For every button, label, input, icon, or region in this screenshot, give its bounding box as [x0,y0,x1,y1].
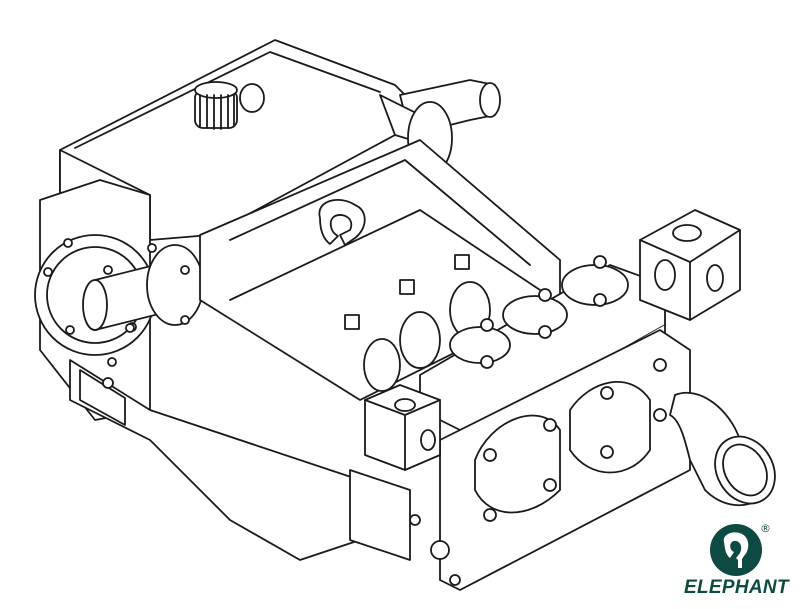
brand-logo: ® ELEPHANT [668,520,800,609]
oil-cap [194,81,265,130]
inlet-block [364,384,441,471]
frame-logo-icon [318,199,366,246]
base [69,359,361,561]
outlet-block [639,209,741,321]
drive-shaft [379,79,501,175]
left-shaft [82,243,204,333]
valve-housing [409,329,691,591]
registered-mark: ® [760,522,771,535]
elephant-logo-icon [710,524,762,576]
outlet-elbow [669,392,776,507]
brand-name: ELEPHANT [684,577,789,598]
